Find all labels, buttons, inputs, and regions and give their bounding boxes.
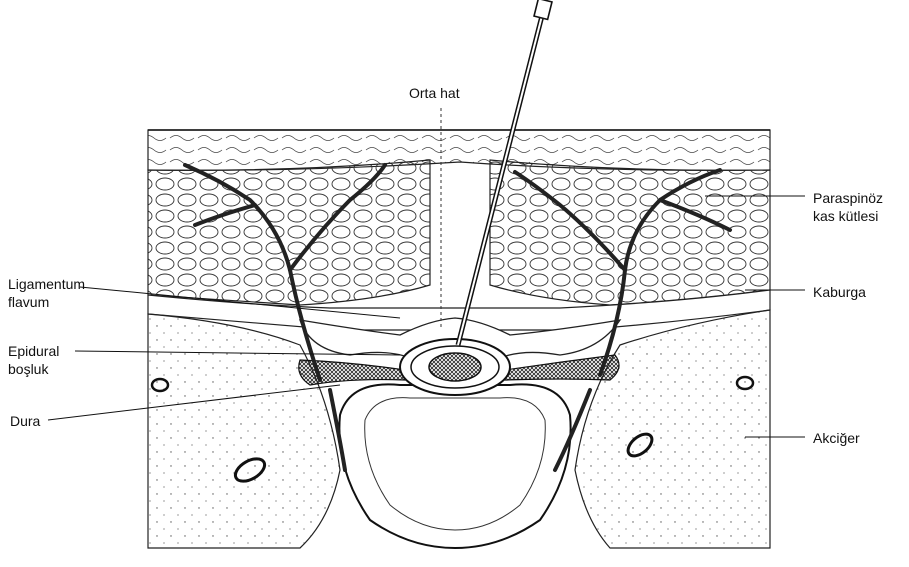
ligamentum-label-line2: flavum xyxy=(8,294,49,311)
epidural-label-line1: Epidural xyxy=(8,343,59,360)
spinal-cord xyxy=(400,339,510,395)
lung-label: Akciğer xyxy=(813,430,860,447)
subcutaneous-fat-layer xyxy=(148,130,770,170)
paraspinal-label-line2: kas kütlesi xyxy=(813,208,878,225)
paraspinal-muscle-mass xyxy=(148,160,770,305)
dura-label: Dura xyxy=(10,413,40,430)
epidural-label-line2: boşluk xyxy=(8,361,48,378)
paraspinal-label-line1: Paraspinöz xyxy=(813,190,883,207)
midline-label: Orta hat xyxy=(409,85,460,102)
rib-label: Kaburga xyxy=(813,284,866,301)
vertebral-body xyxy=(339,384,570,548)
ligamentum-label-line1: Ligamentum xyxy=(8,276,85,293)
